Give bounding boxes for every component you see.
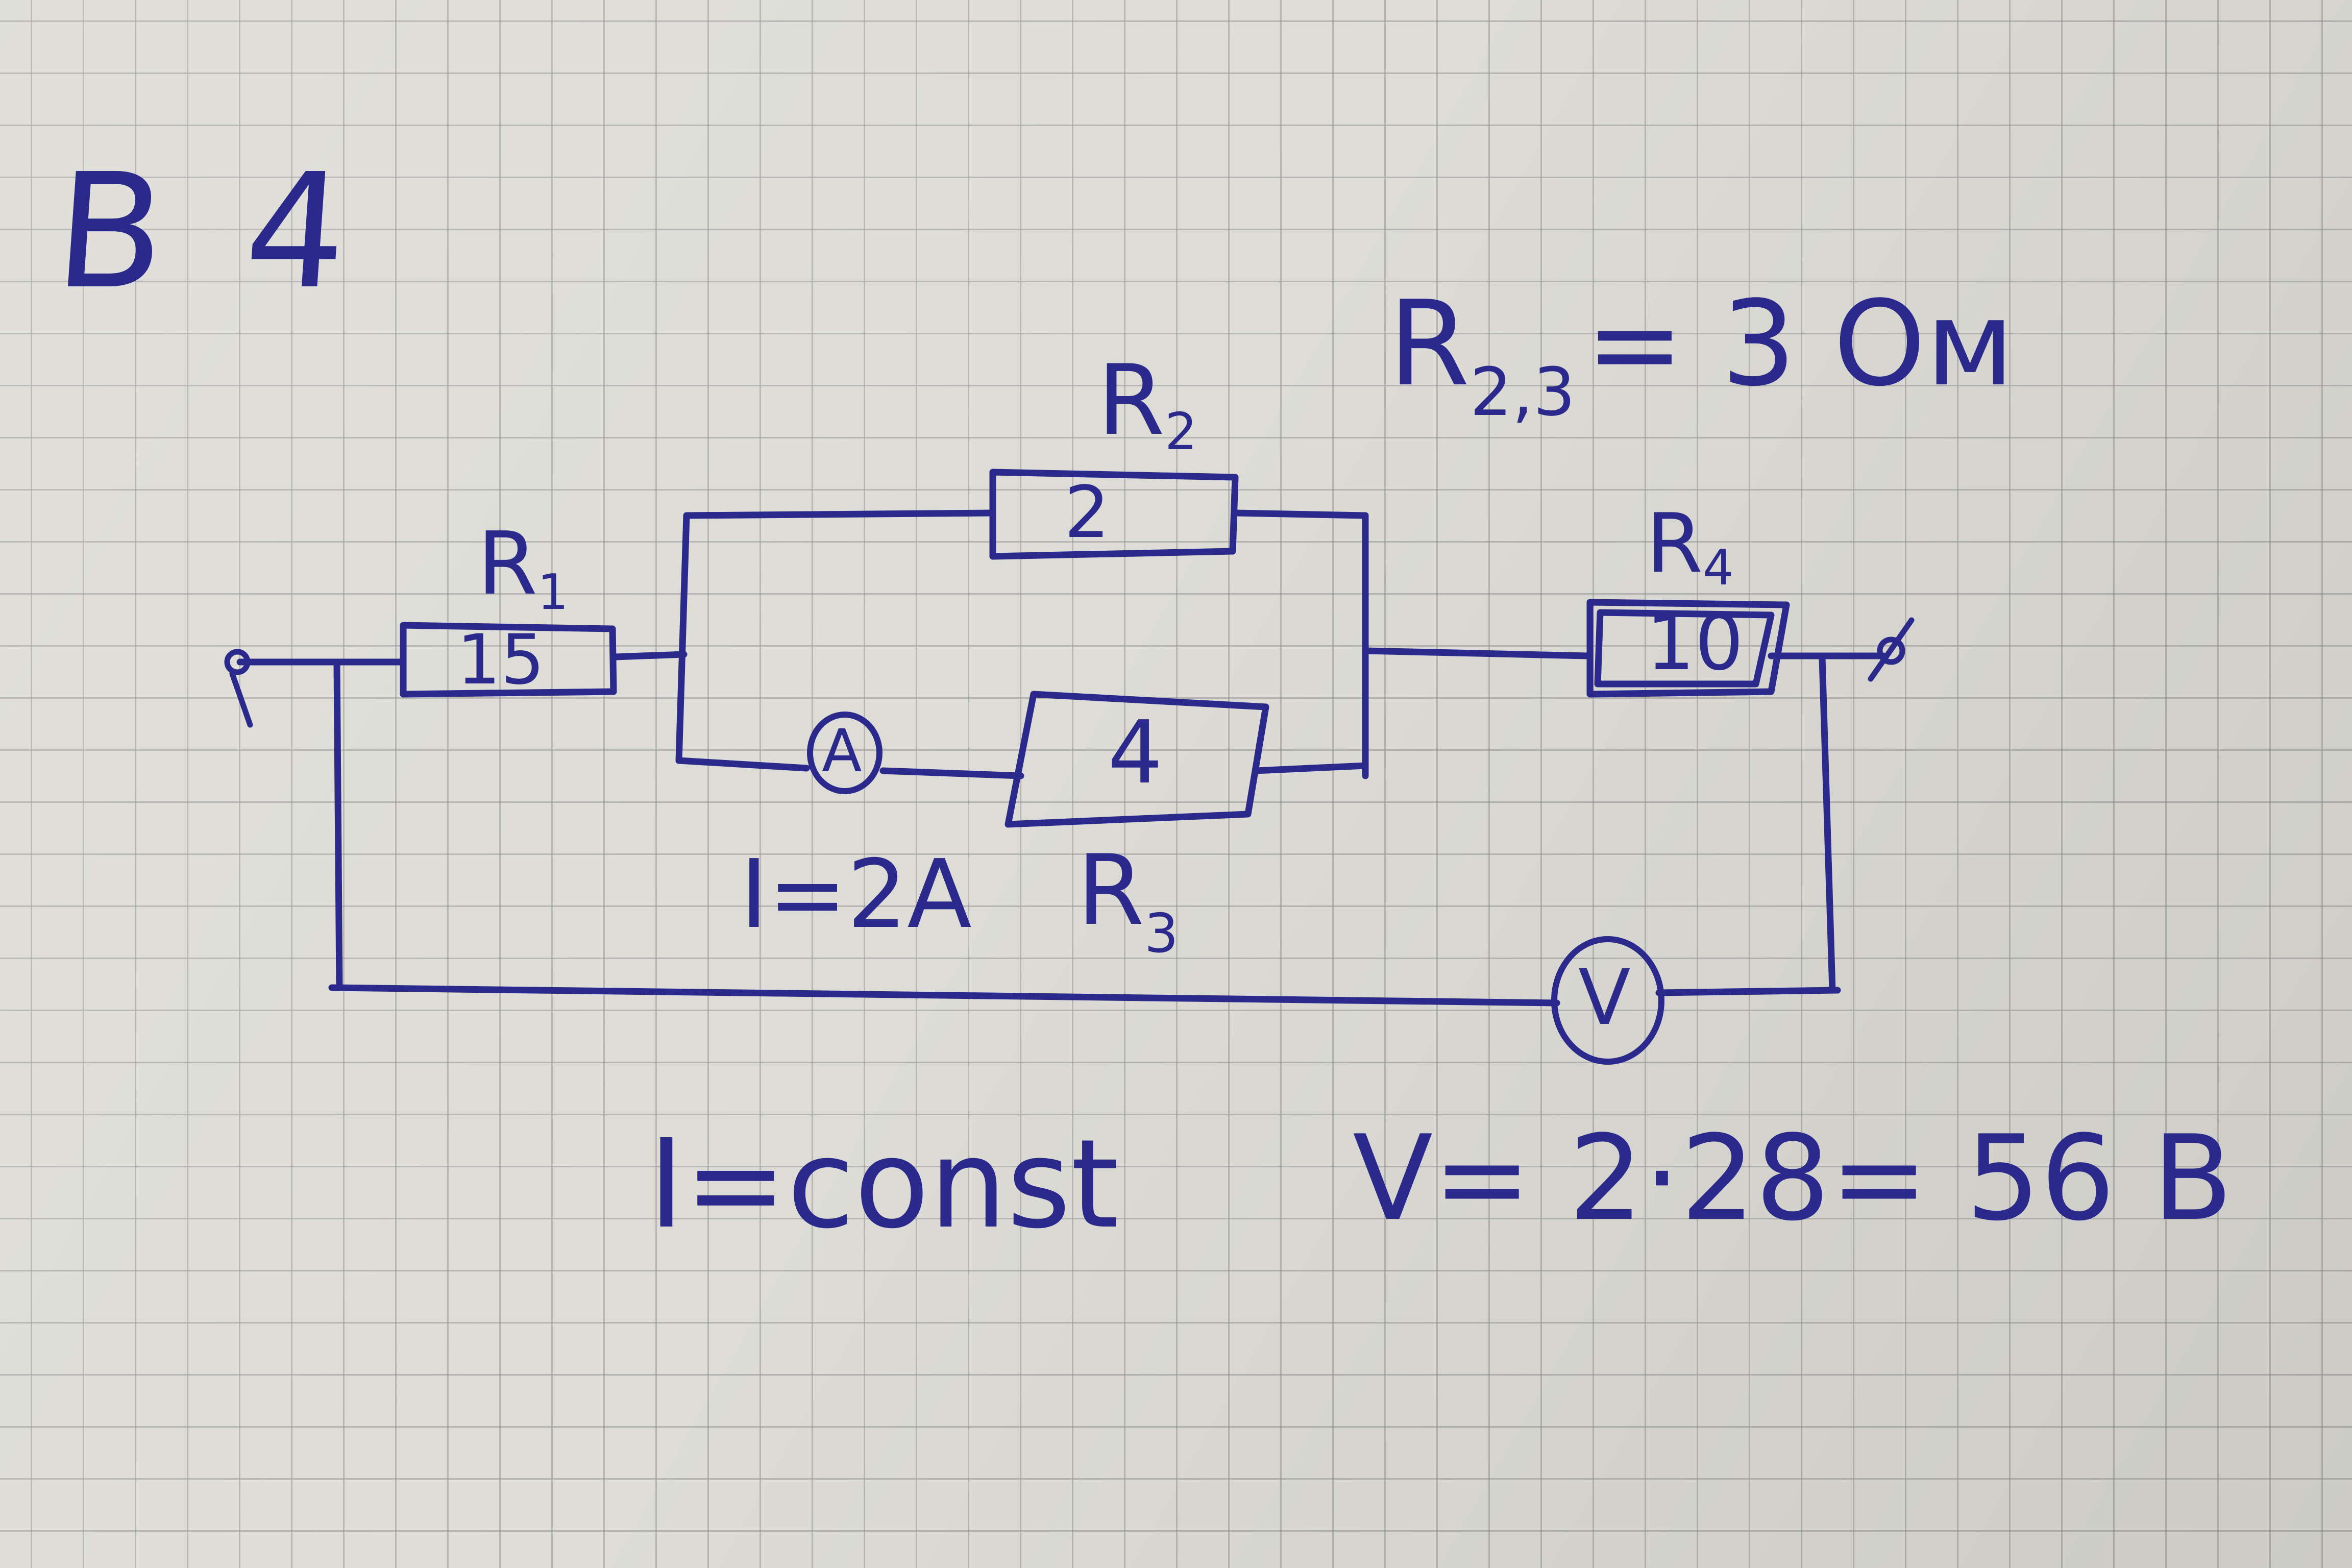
wire-voltmeter-left-drop	[333, 660, 343, 991]
wire-r1-to-junction	[611, 651, 688, 660]
wire-voltmeter-right	[1655, 987, 1841, 996]
r4-label: R4	[1646, 503, 1734, 593]
header-note-rest: = 3 Ом	[1585, 276, 2015, 412]
resistor-shapes	[400, 469, 1790, 828]
r1-value: 15	[457, 620, 545, 700]
wire-bottom-branch-to-ammeter	[675, 757, 810, 772]
resistor-r1-body	[400, 622, 617, 698]
r3-label-subscript: 3	[1144, 902, 1179, 965]
voltmeter-circle	[1551, 936, 1664, 1065]
wires	[236, 509, 1887, 1007]
ammeter-reading: I=2A	[740, 839, 972, 949]
r1-label-subscript: 1	[537, 565, 569, 621]
r2-value: 2	[1064, 471, 1110, 554]
header-note-subscript: 2,3	[1469, 353, 1576, 431]
r3-value: 4	[1108, 702, 1163, 803]
r4-value: 10	[1646, 599, 1744, 688]
ammeter-symbol: A	[822, 717, 862, 786]
variant-label: В 4	[50, 140, 369, 324]
r3-label-name: R	[1077, 834, 1145, 947]
header-note: R2,3= 3 Ом	[1388, 286, 2014, 426]
r2-label-name: R	[1097, 344, 1165, 457]
wire-top-branch-left	[683, 509, 996, 519]
r1-label-name: R	[477, 513, 538, 615]
wire-left-junction	[675, 512, 690, 764]
wire-ammeter-to-r3	[879, 767, 1024, 779]
wire-junction-to-r4	[1362, 647, 1591, 659]
r4-label-name: R	[1646, 496, 1703, 591]
wire-top-branch-right	[1232, 509, 1369, 519]
r2-label-subscript: 2	[1165, 402, 1197, 461]
ammeter-circle	[807, 712, 883, 794]
resistor-r3-body	[1004, 691, 1269, 828]
left-terminal-tail	[229, 671, 253, 728]
header-note-base: R	[1388, 276, 1470, 412]
left-terminal-circle	[224, 649, 251, 675]
voltmeter-symbol: V	[1578, 953, 1631, 1042]
wire-r3-to-junction	[1252, 762, 1369, 774]
r4-label-subscript: 4	[1703, 540, 1734, 596]
wire-voltmeter-right-rise	[1819, 655, 1836, 994]
resistor-r4-body	[1586, 599, 1790, 698]
resistor-r4-inner	[1594, 609, 1775, 688]
voltage-note: V= 2·28= 56 B	[1353, 1111, 2233, 1247]
current-note: I=const	[648, 1113, 1119, 1256]
r2-label: R2	[1097, 352, 1197, 457]
r1-label: R1	[477, 521, 569, 617]
resistor-r2-body	[989, 469, 1239, 560]
meters	[807, 712, 1664, 1065]
right-terminal-circle	[1877, 636, 1905, 665]
right-terminal-slash	[1868, 617, 1915, 682]
r3-label: R3	[1077, 842, 1179, 961]
wire-voltmeter-bottom	[328, 984, 1560, 1007]
terminals	[224, 617, 1915, 728]
